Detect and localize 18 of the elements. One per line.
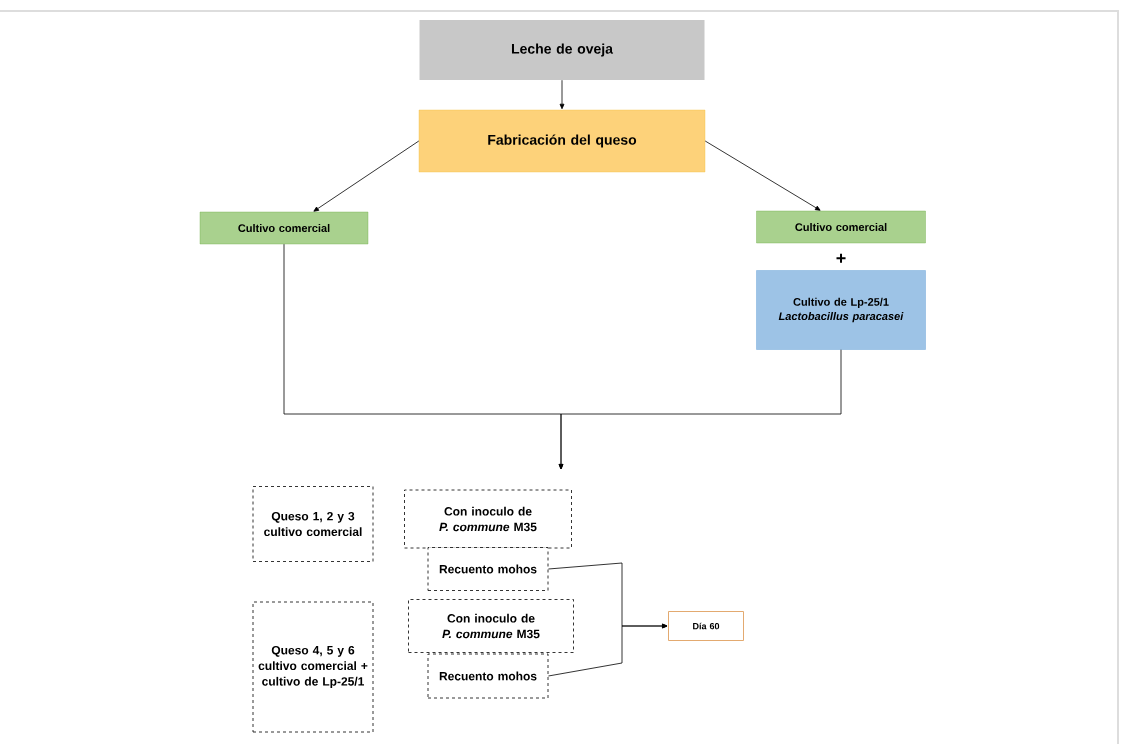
- culture-box: Cultivo comercial: [199, 211, 369, 245]
- dashed-box: Con inoculo de P. commune M35: [408, 599, 574, 653]
- dashed-box: Queso 4, 5 y 6 cultivo comercial + cultivo de Lp-25/1: [252, 601, 374, 733]
- culture-box: Cultivo de Lp-25/1 Lactobacillus paracasei: [756, 270, 926, 350]
- arrow: [548, 623, 668, 677]
- arrow: [559, 79, 565, 110]
- arrow: [704, 140, 821, 211]
- culture-box: Cultivo comercial: [756, 210, 926, 244]
- plus-sign: +: [836, 253, 846, 263]
- dashed-box: Con inoculo de P. commune M35: [404, 489, 572, 549]
- process-box: Leche de oveja: [419, 20, 705, 80]
- arrow: [558, 349, 842, 470]
- dashed-box: Recuento mohos: [427, 653, 549, 699]
- dashed-box: Queso 1, 2 y 3 cultivo comercial: [252, 486, 374, 562]
- dashed-box: Recuento mohos: [427, 547, 549, 591]
- day-box: Día 60: [668, 611, 744, 641]
- arrow: [313, 140, 420, 212]
- process-box: Fabricación del queso: [418, 109, 706, 173]
